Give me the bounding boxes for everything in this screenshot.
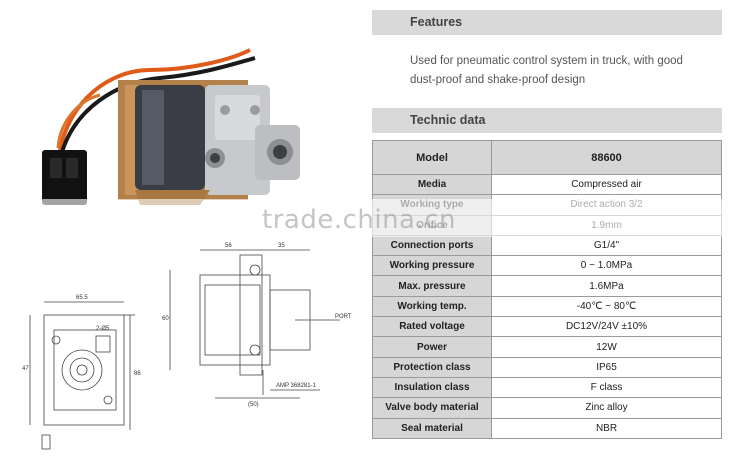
features-description: Used for pneumatic control system in tru… bbox=[410, 55, 683, 86]
port-label: PORT bbox=[335, 314, 352, 320]
dim-86-label: 86 bbox=[134, 371, 141, 377]
spec-key: Max. pressure bbox=[372, 275, 492, 297]
features-heading: Features bbox=[372, 10, 722, 35]
hole-label: 2-Ø5 bbox=[96, 326, 110, 332]
dim-60-label: 60 bbox=[162, 316, 169, 322]
technical-drawing: 56 35 65.5 47 60 86 (50) PORT AMP 368281… bbox=[22, 243, 352, 450]
spec-value: DC12V/24V ±10% bbox=[491, 316, 722, 338]
spec-header-row: Model 88600 bbox=[372, 140, 722, 175]
spec-key: Seal material bbox=[372, 417, 492, 439]
spec-key: Power bbox=[372, 336, 492, 358]
watermark-band bbox=[0, 199, 730, 237]
table-row: Working temp.-40℃ ~ 80℃ bbox=[372, 295, 722, 318]
dim-65-5-label: 65.5 bbox=[76, 295, 88, 301]
spec-value: 1.6MPa bbox=[491, 275, 722, 297]
spec-key: Working temp. bbox=[372, 295, 492, 318]
spec-value: Compressed air bbox=[491, 173, 722, 196]
spec-value: NBR bbox=[491, 417, 722, 439]
spec-value: Zinc alloy bbox=[491, 397, 722, 419]
spec-key: Rated voltage bbox=[372, 316, 492, 338]
spec-header-key: Model bbox=[372, 140, 492, 175]
spec-value: 12W bbox=[491, 336, 722, 358]
dim-47-label: 47 bbox=[22, 366, 29, 372]
spec-value: IP65 bbox=[491, 356, 722, 378]
spec-value: -40℃ ~ 80℃ bbox=[491, 295, 722, 318]
product-photo bbox=[0, 0, 360, 210]
spec-key: Protection class bbox=[372, 356, 492, 378]
spec-key: Valve body material bbox=[372, 397, 492, 419]
dim-50-label: (50) bbox=[248, 402, 259, 408]
spec-value: F class bbox=[491, 376, 722, 399]
dim-56-label: 56 bbox=[225, 243, 232, 249]
spec-value: G1/4" bbox=[491, 234, 722, 257]
spec-key: Connection ports bbox=[372, 234, 492, 257]
technic-data-heading: Technic data bbox=[372, 108, 722, 133]
spec-value: 0 ~ 1.0MPa bbox=[491, 255, 722, 277]
amp-label: AMP 368281-1 bbox=[276, 383, 317, 389]
spec-header-value: 88600 bbox=[491, 140, 722, 175]
spec-key: Insulation class bbox=[372, 376, 492, 399]
dim-35-label: 35 bbox=[278, 243, 285, 249]
watermark: trade.china.cn bbox=[262, 205, 457, 235]
spec-key: Working pressure bbox=[372, 255, 492, 277]
spec-key: Media bbox=[372, 173, 492, 196]
